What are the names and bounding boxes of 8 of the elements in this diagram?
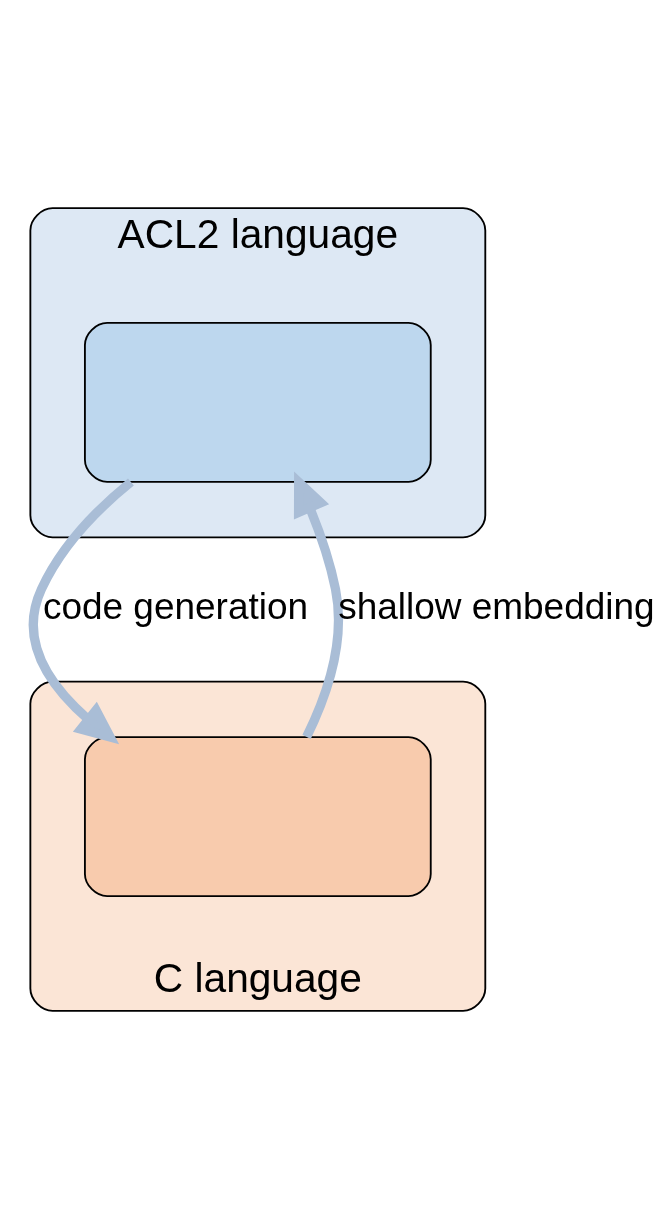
node-box [84, 321, 432, 483]
cluster: C language [29, 680, 487, 1012]
arrow [293, 471, 343, 739]
cluster: ACL2 language [29, 206, 487, 538]
edge-label: code generation [42, 585, 309, 627]
node-box [84, 735, 432, 897]
arrow [28, 477, 134, 744]
edge-label: shallow embedding [338, 585, 655, 627]
